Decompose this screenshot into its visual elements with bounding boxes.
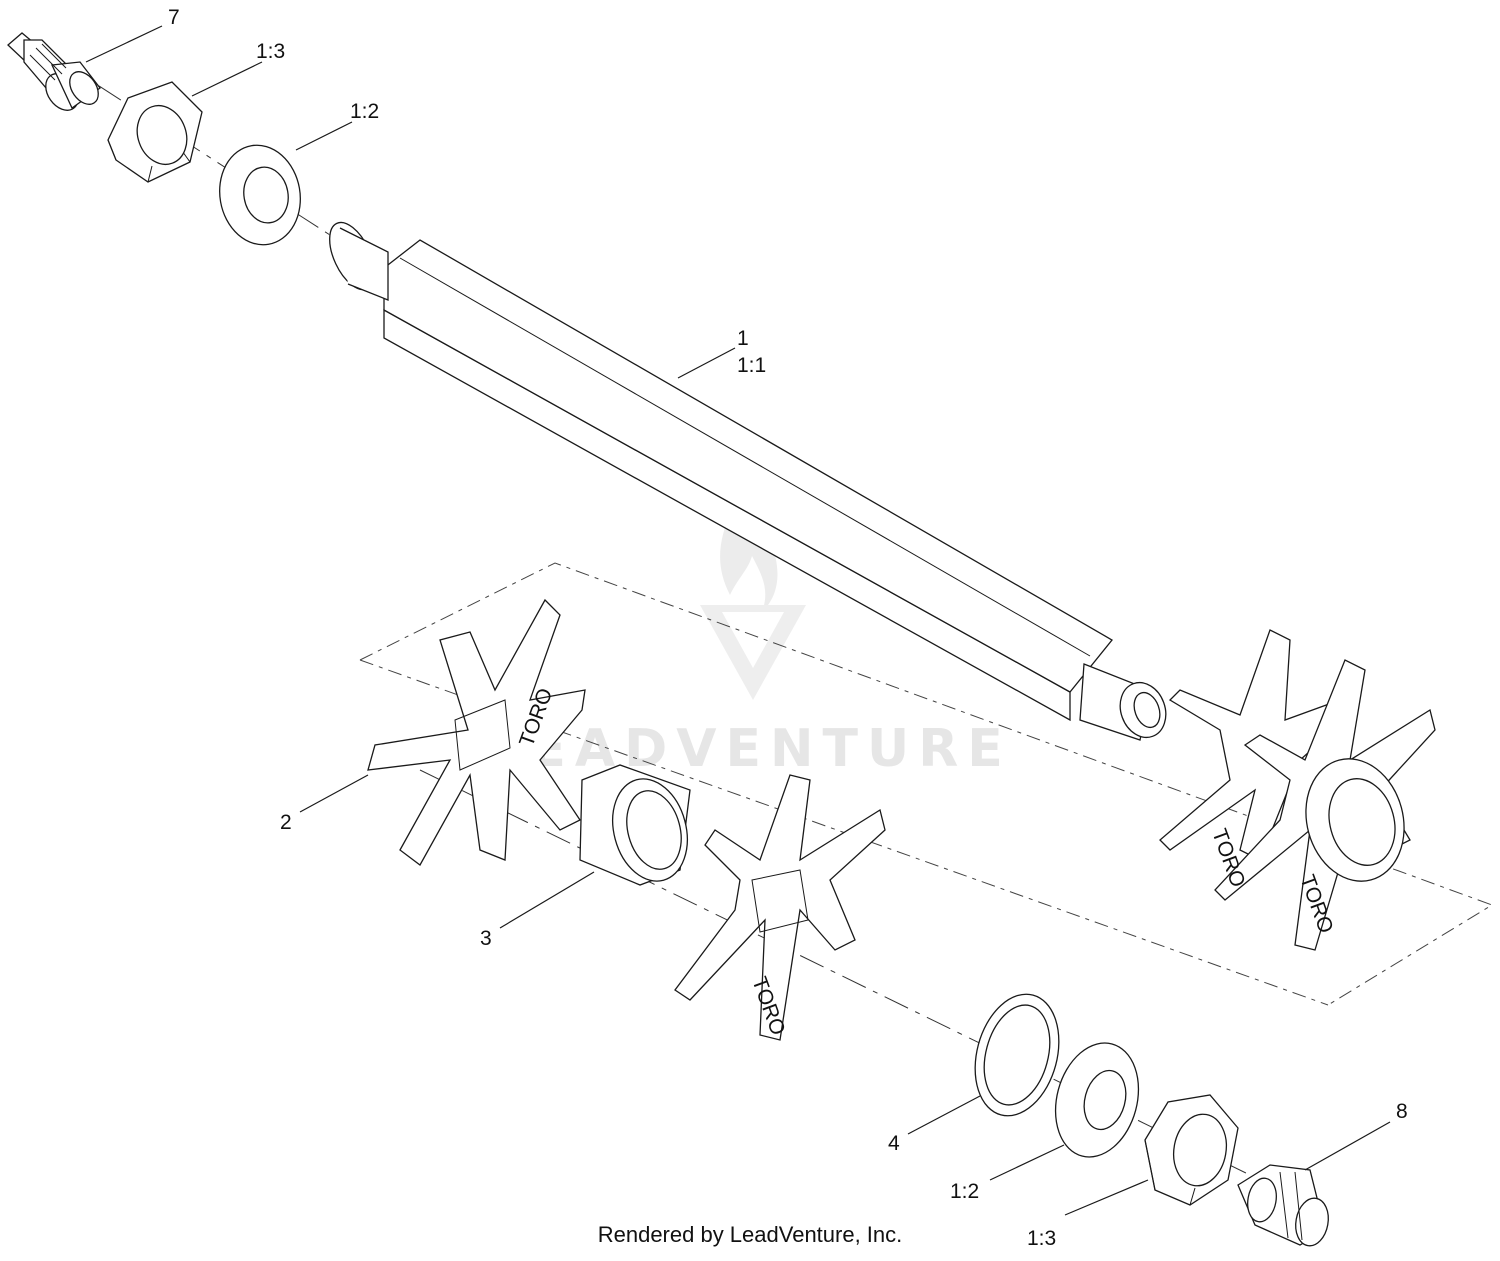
callout-8: 8 [1396,1100,1408,1123]
callout-2: 2 [280,811,292,834]
leadventure-watermark: LEADVENTURE [488,490,1012,779]
callout-1: 1 [737,327,749,350]
tine-2: TORO [367,598,586,866]
footer-credit: Rendered by LeadVenture, Inc. [598,1222,903,1247]
tine-middle: TORO [674,774,886,1041]
watermark-text: LEADVENTURE [488,719,1012,779]
callout-1-2-top: 1:2 [350,100,379,123]
fitting-7 [7,32,101,111]
ring-4 [974,993,1060,1117]
washer-bottom [1054,1042,1140,1158]
fitting-8 [1237,1164,1329,1247]
callout-7: 7 [168,6,180,29]
callout-1-3-bottom: 1:3 [1027,1227,1056,1250]
square-shaft [329,221,1167,741]
callout-3: 3 [480,927,492,950]
leader-lines [85,25,1391,1216]
spacer-3 [579,764,691,886]
hex-nut-bottom [1144,1094,1239,1206]
callout-1-3-top: 1:3 [256,40,285,63]
hex-nut-top [107,81,203,183]
assembly-outline [359,562,1494,1006]
callout-4: 4 [888,1132,900,1155]
callout-1-2-bottom: 1:2 [950,1180,979,1203]
washer-top [219,144,301,246]
callout-1-1: 1:1 [737,354,766,377]
tine-pair-right: TORO TORO [1159,629,1436,951]
